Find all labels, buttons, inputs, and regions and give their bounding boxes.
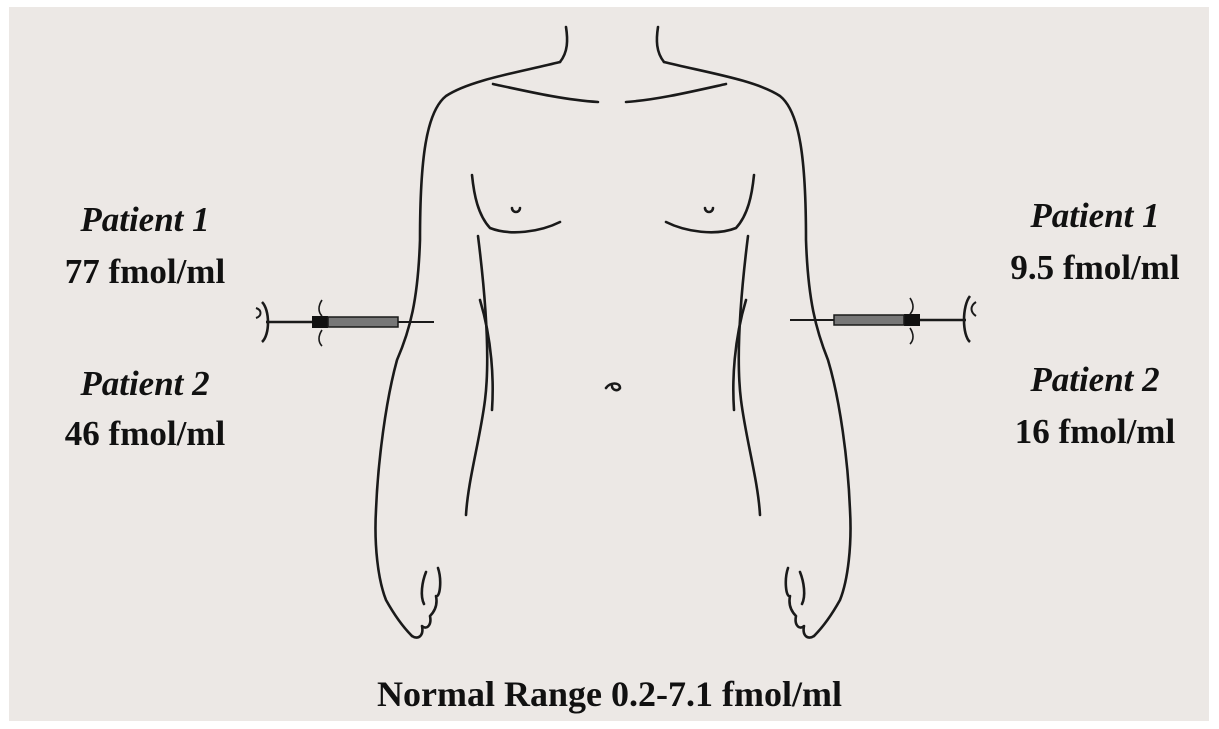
clavicle-right <box>626 84 726 102</box>
left-thumb <box>422 572 426 604</box>
left-syringe <box>256 300 434 346</box>
right-syringe <box>790 296 976 344</box>
neck-right <box>657 27 664 62</box>
nipple-right <box>705 208 713 212</box>
right-inner-arm <box>739 236 760 515</box>
right-thumb <box>800 572 804 604</box>
right-arm-outline <box>664 62 851 636</box>
clavicle-left <box>493 84 598 102</box>
left-patient2-label: Patient 2 <box>40 364 250 404</box>
pectoral-right <box>666 175 754 232</box>
left-patient2-value: 46 fmol/ml <box>40 414 250 454</box>
left-arm-outline <box>375 62 560 636</box>
normal-range-caption: Normal Range 0.2-7.1 fmol/ml <box>0 673 1219 715</box>
left-hand-fingers <box>412 568 440 638</box>
navel <box>606 384 620 391</box>
right-patient2-value: 16 fmol/ml <box>985 412 1205 452</box>
left-patient1-value: 77 fmol/ml <box>40 252 250 292</box>
left-inner-arm <box>466 236 487 515</box>
neck-left <box>560 27 567 62</box>
left-patient1-label: Patient 1 <box>40 200 250 240</box>
pectoral-left <box>472 175 560 232</box>
nipple-left <box>512 208 520 212</box>
right-hand-fingers <box>786 568 814 638</box>
right-patient1-value: 9.5 fmol/ml <box>985 248 1205 288</box>
right-patient2-label: Patient 2 <box>985 360 1205 400</box>
right-patient1-label: Patient 1 <box>985 196 1205 236</box>
